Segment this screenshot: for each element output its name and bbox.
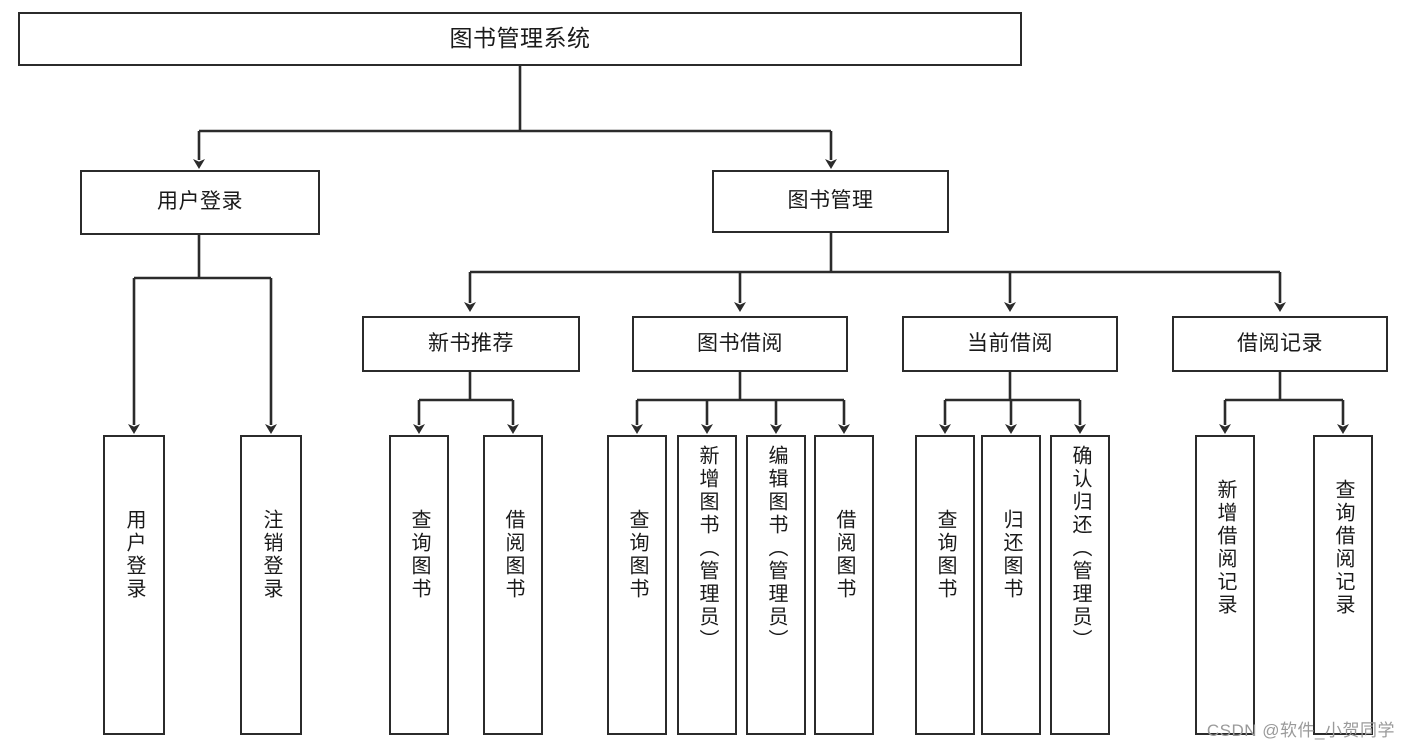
node-borrow-record[interactable]: 借阅记录: [1172, 316, 1388, 372]
leaf-borrow-borrow-book[interactable]: 借阅图书: [814, 435, 874, 735]
leaf-current-confirm-return-label: 确认归还（管理员）: [1069, 445, 1091, 652]
leaf-user-logout[interactable]: 注销登录: [240, 435, 302, 735]
leaf-current-query-book-label: 查询图书: [934, 509, 956, 601]
node-new-book-recommend[interactable]: 新书推荐: [362, 316, 580, 372]
node-root-system-label: 图书管理系统: [449, 25, 591, 52]
node-current-borrow[interactable]: 当前借阅: [902, 316, 1118, 372]
node-current-borrow-label: 当前借阅: [967, 331, 1053, 355]
leaf-record-add[interactable]: 新增借阅记录: [1195, 435, 1255, 735]
leaf-borrow-add-book-label: 新增图书（管理员）: [696, 445, 718, 652]
leaf-record-add-label: 新增借阅记录: [1214, 479, 1236, 617]
leaf-new-book-borrow[interactable]: 借阅图书: [483, 435, 543, 735]
leaf-borrow-edit-book[interactable]: 编辑图书（管理员）: [746, 435, 806, 735]
leaf-current-return-book-label: 归还图书: [1000, 509, 1022, 601]
leaf-borrow-query-book[interactable]: 查询图书: [607, 435, 667, 735]
leaf-record-query-label: 查询借阅记录: [1332, 479, 1354, 617]
leaf-user-logout-label: 注销登录: [260, 509, 282, 601]
node-book-management-label: 图书管理: [787, 189, 874, 213]
node-user-login[interactable]: 用户登录: [80, 170, 320, 235]
leaf-new-book-query-label: 查询图书: [408, 509, 430, 601]
leaf-borrow-borrow-book-label: 借阅图书: [833, 509, 855, 601]
node-user-login-label: 用户登录: [157, 190, 243, 214]
leaf-borrow-edit-book-label: 编辑图书（管理员）: [765, 445, 787, 652]
leaf-user-login-1[interactable]: 用户登录: [103, 435, 165, 735]
leaf-current-confirm-return[interactable]: 确认归还（管理员）: [1050, 435, 1110, 735]
node-root-system[interactable]: 图书管理系统: [18, 12, 1022, 66]
node-book-borrow[interactable]: 图书借阅: [632, 316, 848, 372]
leaf-user-login-1-label: 用户登录: [123, 509, 145, 601]
node-borrow-record-label: 借阅记录: [1237, 331, 1323, 355]
leaf-new-book-borrow-label: 借阅图书: [502, 509, 524, 601]
node-book-management[interactable]: 图书管理: [712, 170, 949, 233]
leaf-current-query-book[interactable]: 查询图书: [915, 435, 975, 735]
leaf-record-query[interactable]: 查询借阅记录: [1313, 435, 1373, 735]
node-new-book-recommend-label: 新书推荐: [428, 331, 514, 355]
leaf-new-book-query[interactable]: 查询图书: [389, 435, 449, 735]
leaf-borrow-add-book[interactable]: 新增图书（管理员）: [677, 435, 737, 735]
leaf-current-return-book[interactable]: 归还图书: [981, 435, 1041, 735]
leaf-borrow-query-book-label: 查询图书: [626, 509, 648, 601]
node-book-borrow-label: 图书借阅: [697, 331, 783, 355]
